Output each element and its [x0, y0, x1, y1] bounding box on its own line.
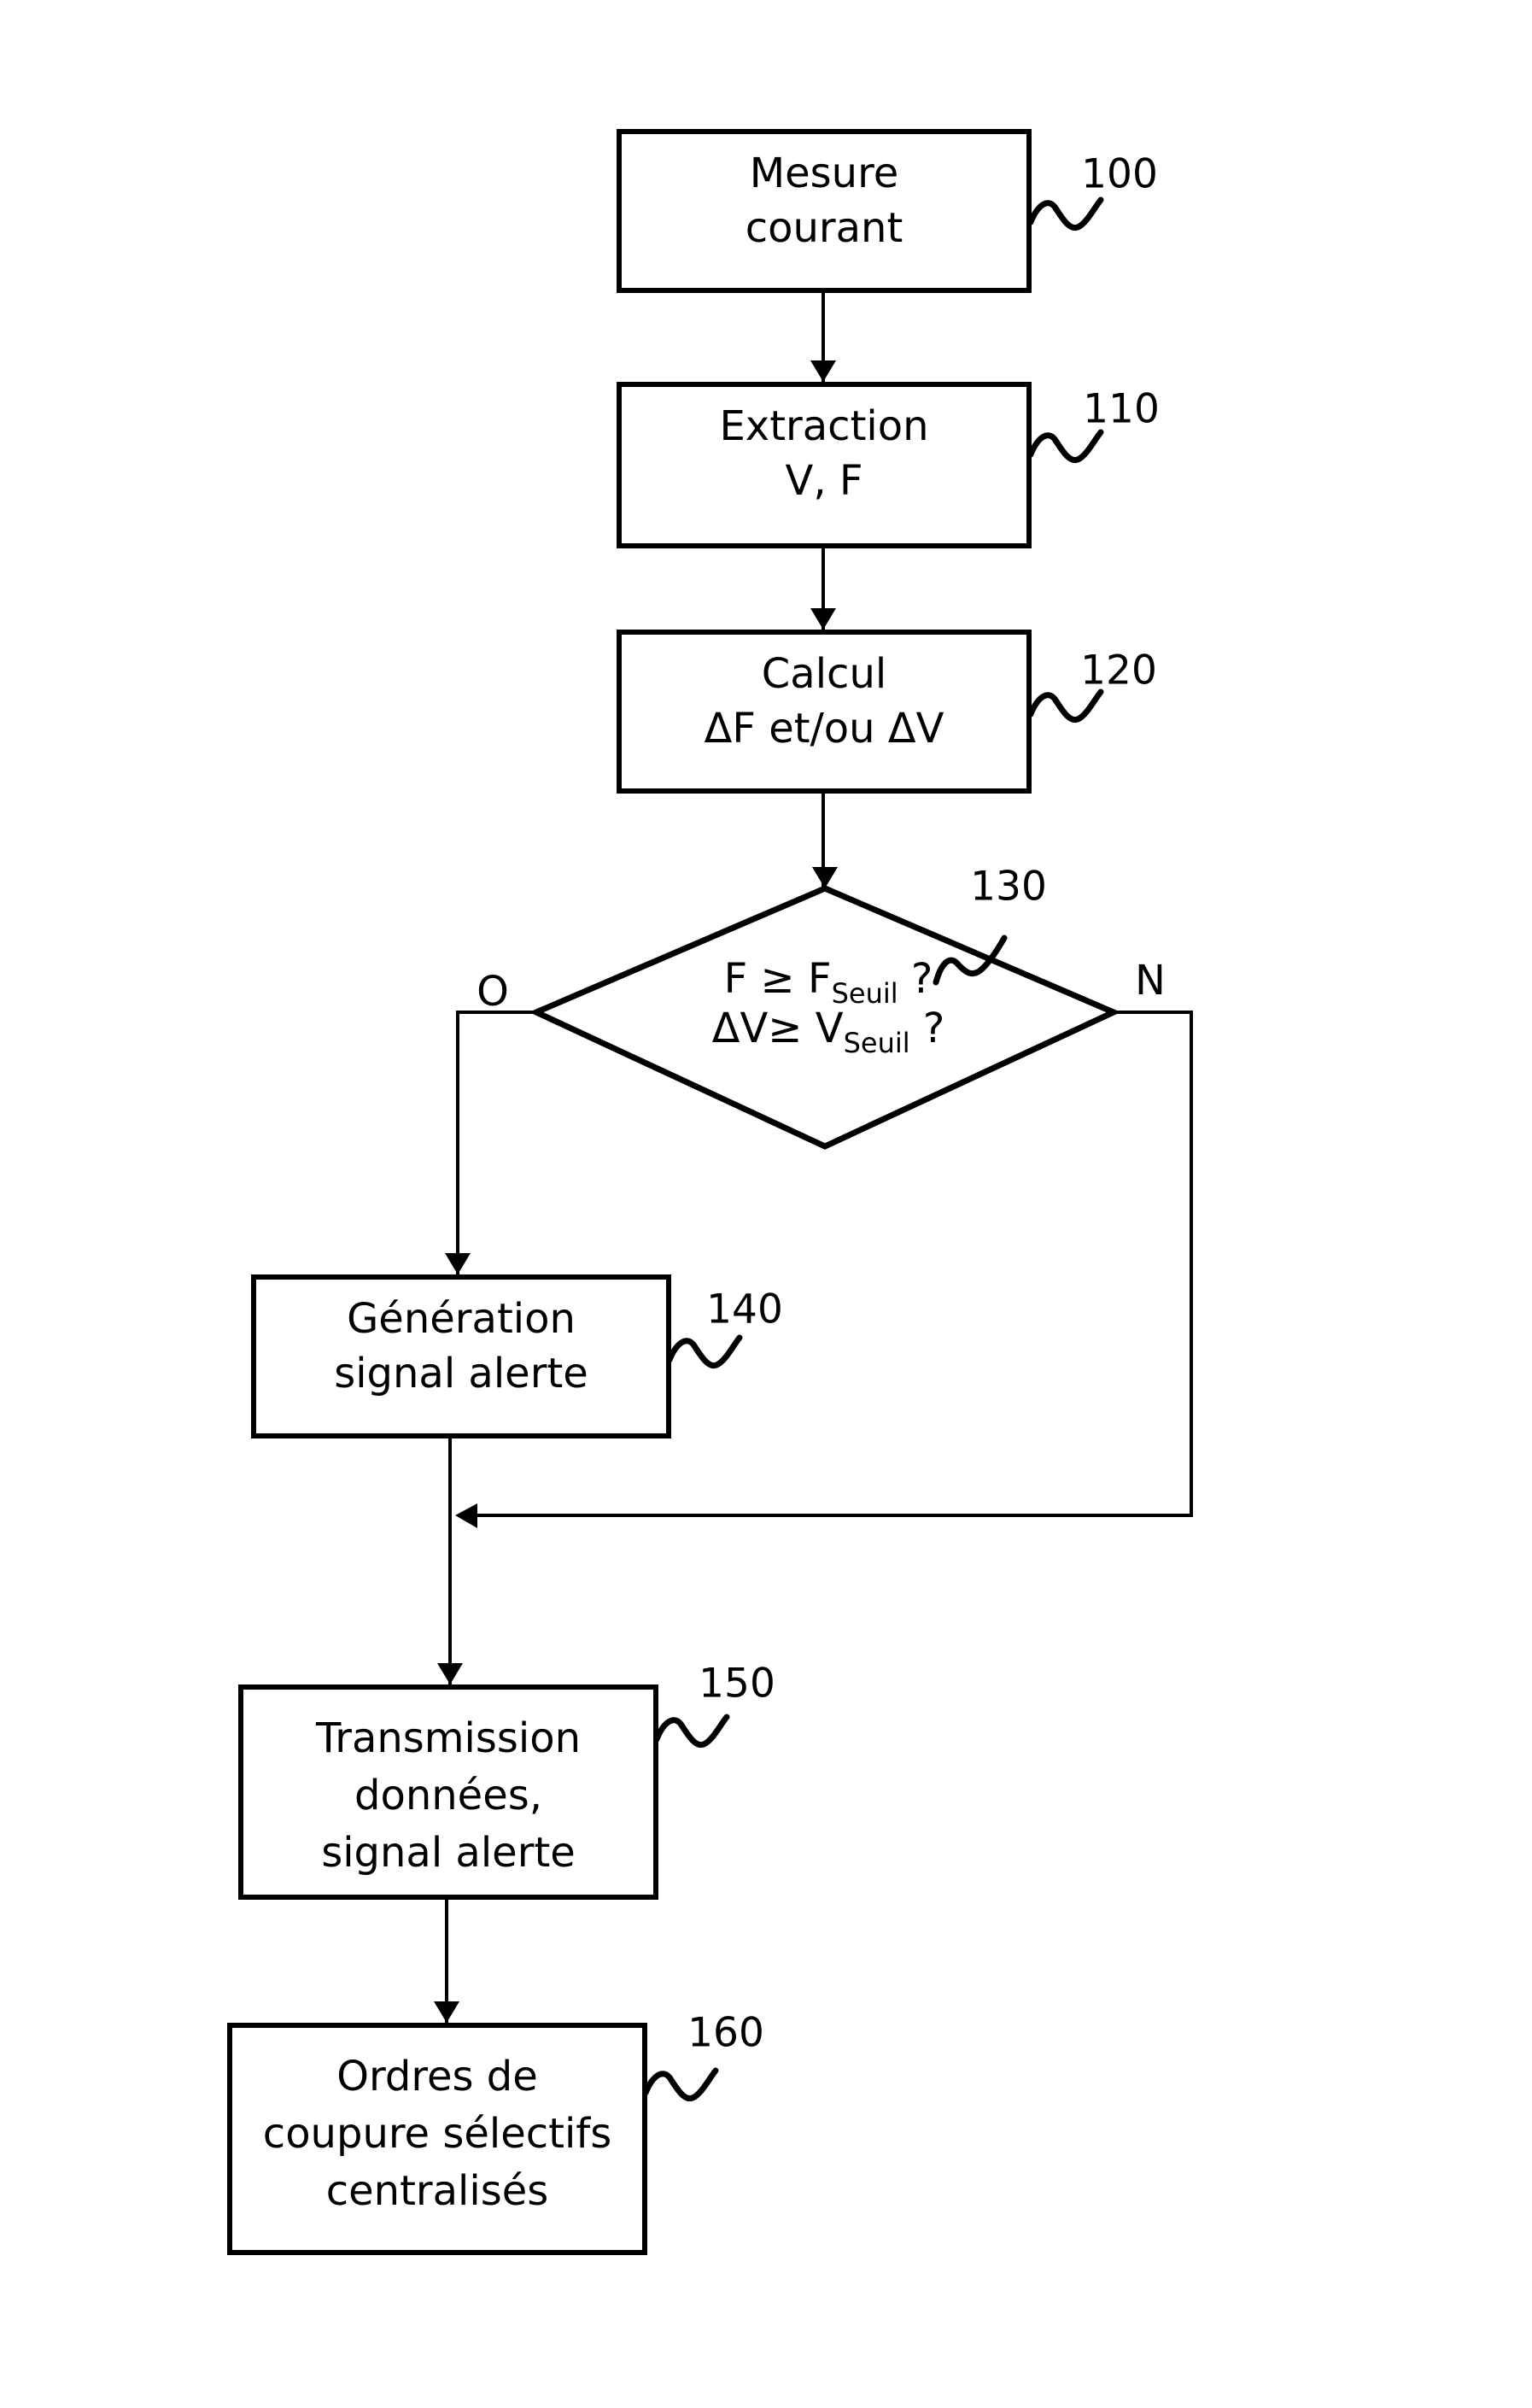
- ref-label-110: 110: [1083, 385, 1160, 433]
- ref-label-120: 120: [1080, 647, 1157, 694]
- process-box-150-line3: signal alerte: [321, 1829, 576, 1877]
- decision-130-condition-2: ΔV≥ VSeuil ?: [711, 1005, 945, 1059]
- branch-label-no: N: [1135, 957, 1166, 1005]
- ref-label-150: 150: [699, 1660, 775, 1708]
- branch-label-yes: O: [477, 968, 509, 1016]
- arrowhead-into-160: [434, 2001, 459, 2023]
- ref-squiggle-100: [1027, 196, 1104, 231]
- arrowhead-into-110: [810, 360, 836, 382]
- arrowhead-into-150: [437, 1663, 463, 1684]
- process-box-100: Mesure courant: [617, 129, 1032, 293]
- process-box-140: Génération signal alerte: [251, 1274, 671, 1438]
- decision-130-subscript-1: Seuil: [831, 977, 898, 1010]
- process-box-140-line1: Génération: [347, 1295, 576, 1343]
- decision-diamond-shape: [529, 885, 1121, 1150]
- arrowhead-into-140: [445, 1253, 471, 1274]
- process-box-100-line2: courant: [745, 204, 903, 252]
- ref-squiggle-130: [933, 934, 1008, 986]
- ref-label-140: 140: [706, 1286, 783, 1333]
- connector-130-junction-no-branch: [476, 1011, 1193, 1517]
- ref-squiggle-110: [1027, 429, 1104, 464]
- process-box-160-line2: coupure sélectifs: [262, 2110, 612, 2158]
- decision-130-condition-1: F ≥ FSeuil ?: [723, 955, 933, 1010]
- process-box-110-line1: Extraction: [719, 402, 929, 450]
- process-box-120-line2: ΔF et/ou ΔV: [704, 705, 944, 753]
- process-box-120: Calcul ΔF et/ou ΔV: [617, 630, 1032, 794]
- ref-label-100: 100: [1081, 150, 1158, 198]
- decision-130-subscript-2: Seuil: [843, 1027, 910, 1059]
- ref-label-130: 130: [970, 863, 1047, 911]
- ref-squiggle-140: [666, 1334, 743, 1369]
- arrowhead-into-120: [810, 608, 836, 630]
- connector-130-140-yes-branch: [456, 1011, 536, 1274]
- process-box-160-line3: centralisés: [325, 2167, 549, 2215]
- process-box-160-line1: Ordres de: [336, 2053, 538, 2100]
- decision-130-text: F ≥ FSeuil ? ΔV≥ VSeuil ?: [529, 954, 1127, 1059]
- ref-squiggle-150: [653, 1714, 730, 1749]
- arrowhead-junction-left: [455, 1503, 477, 1528]
- process-box-100-line1: Mesure: [749, 149, 899, 197]
- process-box-140-line2: signal alerte: [334, 1350, 588, 1397]
- ref-squiggle-120: [1027, 688, 1104, 724]
- process-box-150: Transmission données, signal alerte: [238, 1684, 658, 1900]
- ref-label-160: 160: [687, 2009, 764, 2057]
- process-box-150-line1: Transmission: [315, 1714, 582, 1762]
- process-box-110: Extraction V, F: [617, 382, 1032, 548]
- process-box-120-line1: Calcul: [761, 650, 887, 698]
- process-box-110-line2: V, F: [785, 457, 863, 505]
- ref-squiggle-160: [642, 2067, 719, 2102]
- process-box-150-line2: données,: [354, 1772, 542, 1819]
- process-box-160: Ordres de coupure sélectifs centralisés: [227, 2023, 647, 2255]
- arrowhead-into-130: [812, 867, 838, 888]
